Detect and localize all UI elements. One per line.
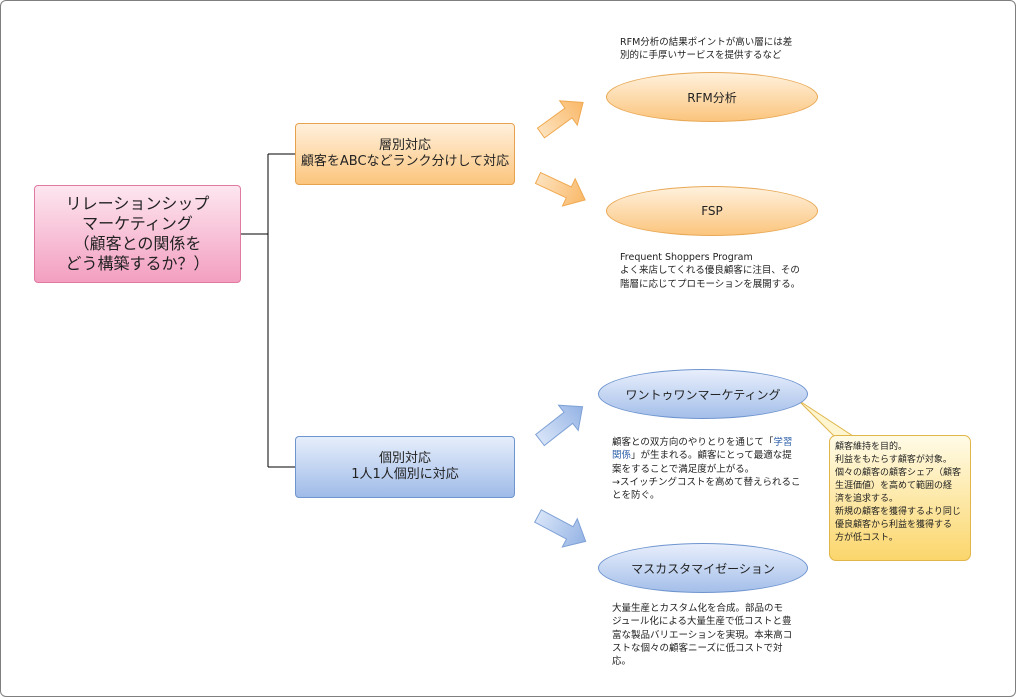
- one-to-one-note: 顧客との双方向のやりとりを通じて「学習 関係」が生まれる。顧客にとって最適な提 …: [612, 436, 802, 502]
- callout-pointer: [797, 399, 858, 439]
- one-to-one-node: ワントゥワンマーケティング: [598, 369, 808, 419]
- root-line-2: マーケティング: [82, 214, 193, 233]
- individual-response-title: 個別対応: [378, 450, 431, 466]
- arrow-to-one-to-one: [534, 404, 584, 447]
- one-to-one-note-a: 顧客との双方向のやりとりを通じて「: [612, 437, 774, 448]
- fsp-node: FSP: [606, 186, 818, 236]
- fsp-label: FSP: [701, 204, 723, 218]
- one-to-one-note-b: 」が生まれる。顧客にとって最適な提 案をすることで満足度が上がる。 →スイッチン…: [612, 450, 801, 502]
- root-line-1: リレーションシップ: [65, 194, 210, 213]
- individual-response-desc: 1人1人個別に対応: [351, 467, 459, 482]
- one-to-one-callout: 顧客維持を目的。 利益をもたらす顧客が対象。 個々の顧客の顧客シェア（顧客 生涯…: [829, 435, 971, 561]
- tier-response-title: 層別対応: [378, 137, 431, 153]
- mass-customization-node: マスカスタマイゼーション: [598, 543, 808, 593]
- one-to-one-label: ワントゥワンマーケティング: [625, 387, 781, 402]
- connector-root: [241, 153, 295, 468]
- one-to-one-note-highlight: 学習 関係: [612, 437, 793, 462]
- rfm-label: RFM分析: [687, 90, 737, 105]
- arrow-to-rfm: [536, 100, 584, 139]
- root-line-3: （顧客との関係を: [73, 234, 202, 253]
- individual-response-node: 個別対応 1人1人個別に対応: [295, 436, 515, 498]
- mass-customization-label: マスカスタマイゼーション: [631, 561, 775, 576]
- tier-response-desc: 顧客をABCなどランク分けして対応: [300, 154, 510, 169]
- mass-customization-note: 大量生産とカスタム化を合成。部品のモ ジュール化による大量生産で低コストと豊 富…: [612, 603, 793, 668]
- fsp-note: Frequent Shoppers Program よく来店してくれる優良顧客に…: [620, 252, 801, 290]
- arrow-to-mass-customization: [534, 509, 587, 548]
- tier-response-node: 層別対応 顧客をABCなどランク分けして対応: [295, 123, 515, 185]
- root-node: リレーションシップ マーケティング （顧客との関係を どう構築するか？）: [34, 185, 241, 283]
- rfm-node: RFM分析: [606, 72, 818, 122]
- rfm-note: RFM分析の結果ポイントが高い層には差 別的に手厚いサービスを提供するなど: [620, 37, 793, 62]
- arrow-to-fsp: [534, 171, 586, 207]
- root-line-4: どう構築するか？）: [65, 254, 210, 273]
